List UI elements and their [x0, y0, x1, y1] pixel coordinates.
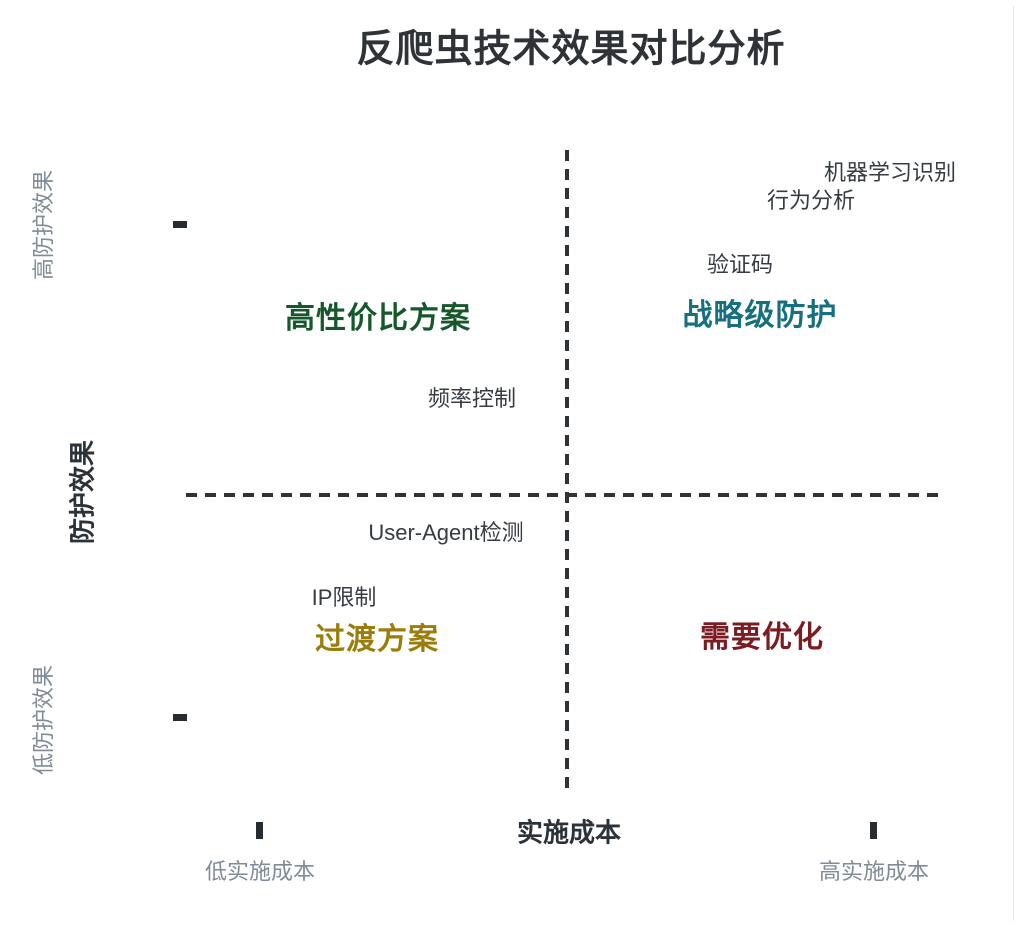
y-axis-label-high: 高防护效果 [31, 169, 56, 281]
quadrant-label-bottom-left: 过渡方案 [315, 623, 439, 656]
quadrant-label-top-right: 战略级防护 [682, 299, 838, 332]
data-point-label: 频率控制 [427, 386, 517, 411]
chart-title: 反爬虫技术效果对比分析 [356, 28, 786, 71]
x-axis-label-high: 高实施成本 [818, 859, 930, 884]
x-axis-label-low: 低实施成本 [204, 859, 316, 884]
horizontal-divider-line [186, 493, 946, 497]
data-point-label: IP限制 [311, 585, 377, 610]
vertical-divider-line [565, 150, 569, 792]
y-axis-label-low: 低防护效果 [31, 664, 56, 776]
data-point-label: 机器学习识别 [823, 160, 957, 185]
data-point-label: 验证码 [706, 252, 774, 277]
quadrant-label-top-left: 高性价比方案 [285, 302, 471, 335]
data-point-label: User-Agent检测 [368, 520, 524, 545]
data-point-label: 行为分析 [766, 188, 856, 213]
window-right-edge [1013, 6, 1014, 921]
x-axis-tick-high [870, 822, 877, 839]
x-axis-title: 实施成本 [516, 817, 622, 848]
quadrant-label-bottom-right: 需要优化 [700, 621, 824, 654]
x-axis-tick-low [256, 822, 263, 839]
y-axis-tick-high [173, 221, 187, 228]
y-axis-title: 防护效果 [67, 439, 98, 545]
y-axis-tick-low [173, 714, 187, 721]
